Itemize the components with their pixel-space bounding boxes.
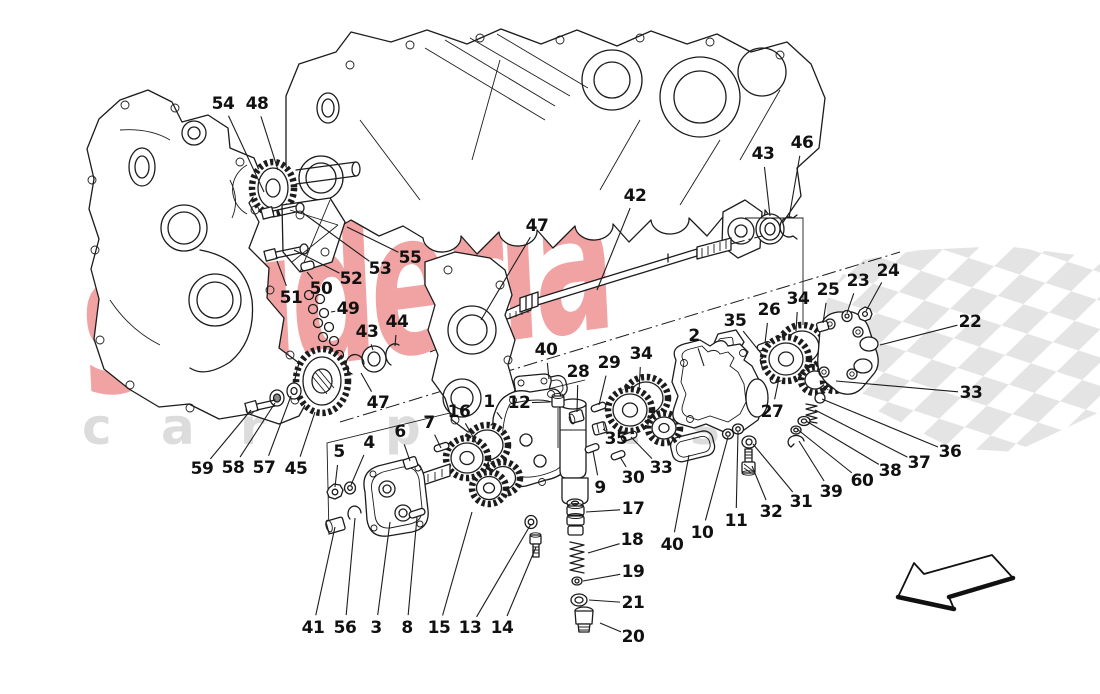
part-callout-42: 42 [623,186,647,206]
part-callout-35: 35 [723,311,747,331]
part-callout-60: 60 [850,471,874,491]
part-callout-49: 49 [336,299,360,319]
part-callout-37: 37 [907,453,931,473]
part-callout-34: 34 [629,344,653,364]
part-callout-45: 45 [284,459,308,479]
direction-arrow-icon [895,554,1016,612]
part-callout-17: 17 [621,499,645,519]
oil-pump-2-drawing [671,329,769,433]
part-callout-13: 13 [458,618,482,638]
part-callout-48: 48 [245,94,269,114]
part-callout-24: 24 [876,261,900,281]
part-callout-55: 55 [398,248,422,268]
part-callout-20: 20 [621,627,645,647]
part-callout-10: 10 [690,523,714,543]
part-callout-47: 47 [525,216,549,236]
part-callout-34: 34 [786,289,810,309]
relief-valve-stack-drawing [566,498,594,633]
part-callout-39: 39 [819,482,843,502]
middle-pump-small-parts-drawing [568,401,638,461]
part-callout-40: 40 [660,535,684,555]
part-callout-32: 32 [759,502,783,522]
part-callout-27: 27 [760,402,784,422]
part-callout-57: 57 [252,458,276,478]
part-callout-1: 1 [483,392,495,412]
part-callout-54: 54 [211,94,235,114]
part-callout-43: 43 [355,322,379,342]
subtext-letter: a [161,398,195,456]
part-callout-30: 30 [621,468,645,488]
part-callout-18: 18 [620,530,644,550]
part-callout-50: 50 [309,279,333,299]
part-callout-41: 41 [301,618,325,638]
part-callout-8: 8 [401,618,413,638]
oil-pump-1-drawing [492,373,589,505]
part-callout-36: 36 [938,442,962,462]
part-callout-53: 53 [368,259,392,279]
part-callout-15: 15 [427,618,451,638]
part-callout-47: 47 [366,393,390,413]
part-callout-52: 52 [339,269,363,289]
part-callout-16: 16 [447,402,471,422]
subtext-letter: c [82,398,112,456]
part-callout-29: 29 [597,353,621,373]
part-callout-33: 33 [649,458,673,478]
part-callout-12: 12 [507,393,531,413]
part-callout-58: 58 [221,458,245,478]
part-callout-46: 46 [790,133,814,153]
part-callout-51: 51 [279,288,303,308]
part-callout-31: 31 [789,492,813,512]
part-callout-2: 2 [688,326,700,346]
part-callout-21: 21 [621,593,645,613]
part-callout-28: 28 [566,362,590,382]
part-callout-38: 38 [878,461,902,481]
part-callout-11: 11 [724,511,748,531]
part-callout-35: 35 [604,429,628,449]
part-callout-7: 7 [423,413,435,433]
part-callout-26: 26 [757,300,781,320]
part-callout-6: 6 [394,422,406,442]
gear-45-drawing [244,343,400,417]
part-callout-9: 9 [594,478,606,498]
part-callout-33: 33 [959,383,983,403]
part-callout-22: 22 [958,312,982,332]
part-callout-25: 25 [816,280,840,300]
part-callout-19: 19 [621,562,645,582]
part-callout-3: 3 [370,618,382,638]
part-callout-4: 4 [363,433,375,453]
part-callout-14: 14 [490,618,514,638]
part-callout-43: 43 [751,144,775,164]
part-callout-56: 56 [333,618,357,638]
end-cover-22-drawing [815,306,879,395]
part-callout-5: 5 [333,442,345,462]
part-callout-44: 44 [385,312,409,332]
part-callout-23: 23 [846,271,870,291]
part-callout-40: 40 [534,340,558,360]
pump-gears-34-33-drawing [604,373,684,447]
engine-block-drawing [285,28,826,259]
part-callout-59: 59 [190,459,214,479]
